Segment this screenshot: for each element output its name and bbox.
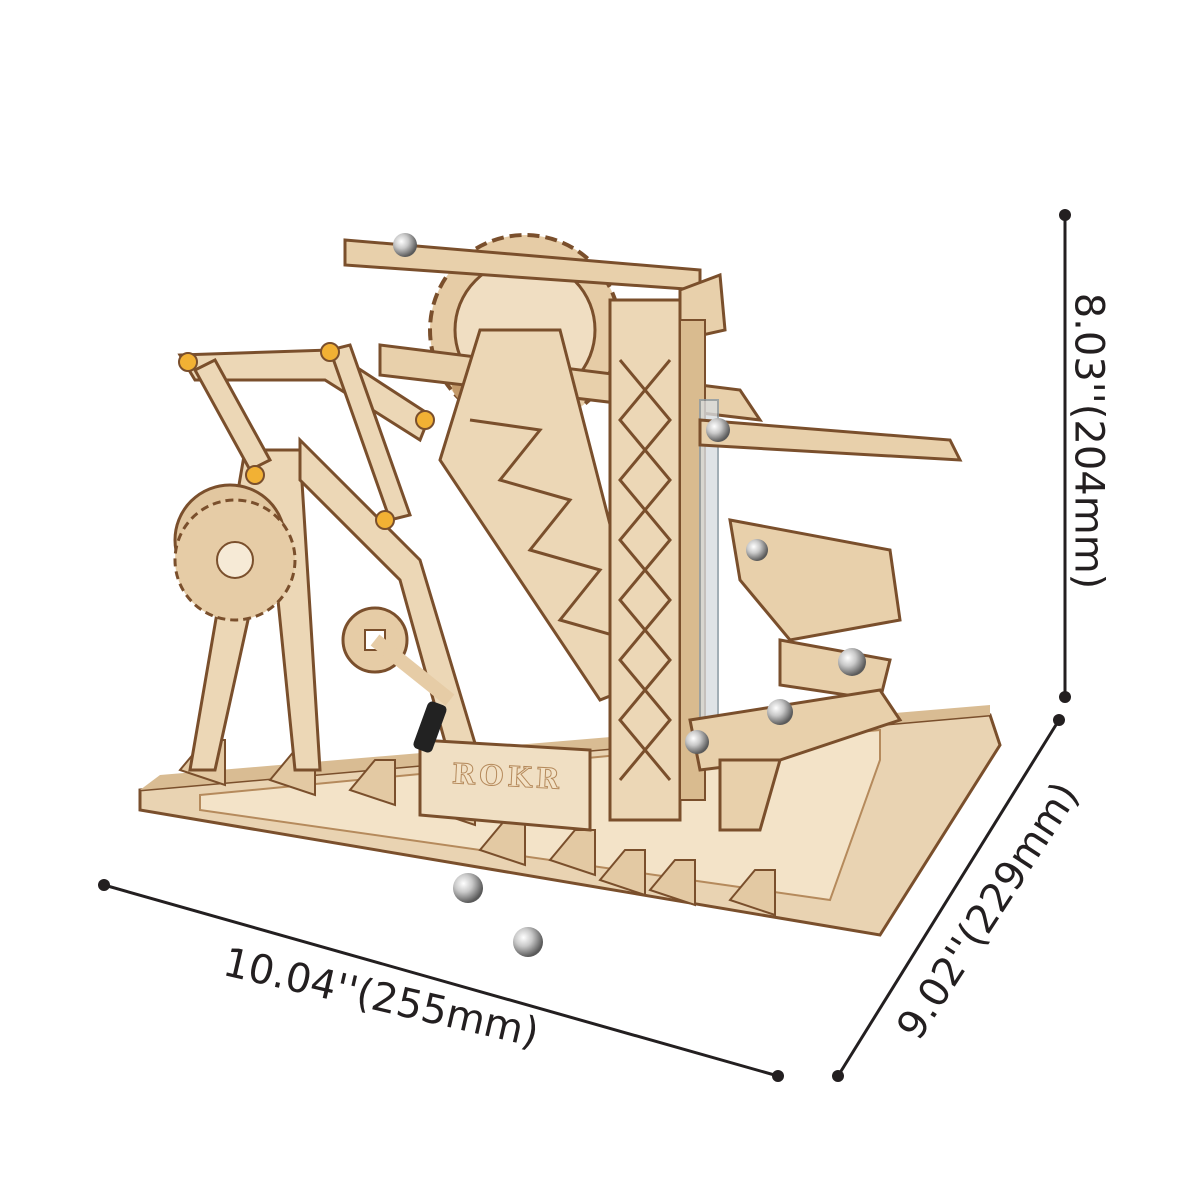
height-label: 8.03''(204mm) bbox=[1065, 292, 1112, 590]
gear-left bbox=[173, 498, 297, 622]
width-dimension-line bbox=[98, 879, 784, 1082]
brand-logo: ROKR bbox=[451, 757, 565, 797]
dimension-lines bbox=[98, 209, 1071, 1082]
rokr-plate bbox=[418, 738, 592, 832]
right-tracks bbox=[688, 418, 963, 832]
diagonal-ramp bbox=[438, 328, 652, 702]
marbles bbox=[393, 233, 866, 957]
linkage-arms bbox=[177, 343, 432, 522]
height-dimension-line bbox=[1059, 209, 1071, 703]
depth-dimension-line bbox=[832, 714, 1065, 1082]
crank-handle bbox=[341, 606, 455, 753]
